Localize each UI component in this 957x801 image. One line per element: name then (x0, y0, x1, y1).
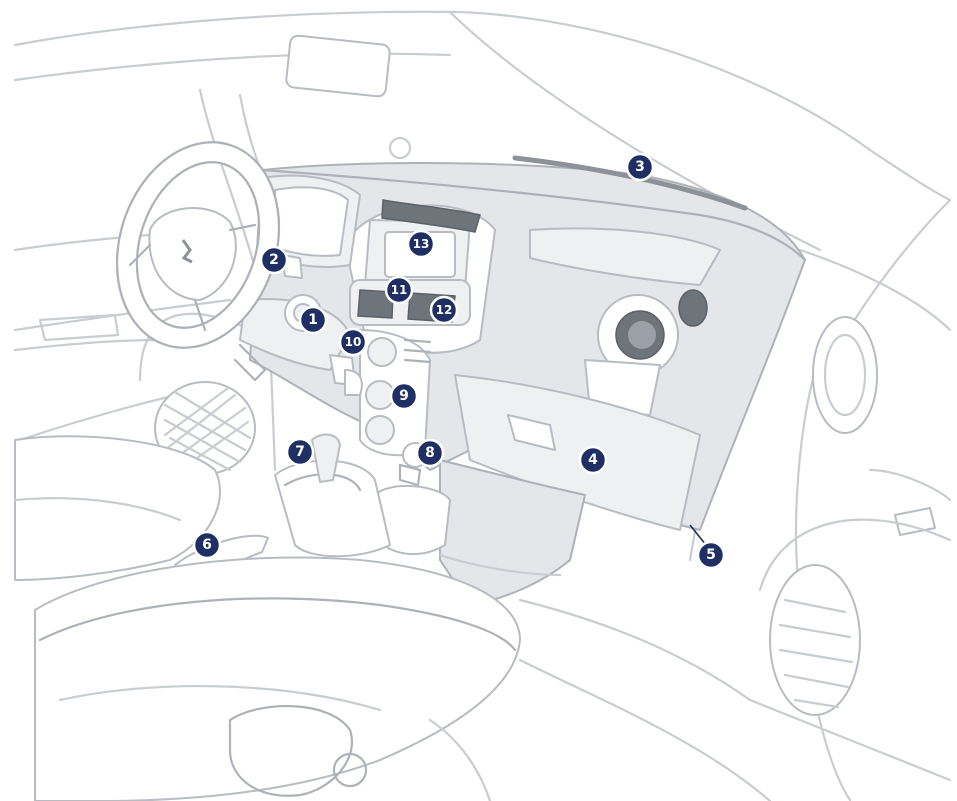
callout-2: 2 (259, 245, 289, 275)
callout-8: 8 (415, 438, 445, 468)
callout-label-5: 5 (706, 547, 716, 563)
callout-6: 6 (192, 530, 222, 560)
callout-label-2: 2 (269, 252, 279, 268)
callouts: 1 2 3 4 5 6 7 8 (192, 152, 726, 570)
callout-label-4: 4 (588, 452, 598, 468)
callout-9: 9 (389, 381, 419, 411)
leader-line-5 (689, 524, 707, 546)
callout-label-11: 11 (391, 283, 408, 297)
callout-11: 11 (384, 275, 414, 305)
callout-label-1: 1 (308, 312, 318, 328)
gear-knob (311, 433, 341, 483)
callout-label-8: 8 (425, 445, 435, 461)
right-door-speaker (769, 564, 861, 716)
callout-label-10: 10 (345, 335, 362, 349)
callout-10: 10 (338, 327, 368, 357)
callout-7: 7 (285, 437, 315, 467)
callout-5: 5 (696, 540, 726, 570)
side-demist-grille (678, 289, 708, 327)
callout-12: 12 (429, 295, 459, 325)
callout-label-12: 12 (436, 303, 453, 317)
callout-label-9: 9 (399, 388, 409, 404)
dashboard (249, 155, 807, 606)
callout-label-7: 7 (295, 444, 305, 460)
brand-emblem-icon (181, 239, 193, 264)
callout-13: 13 (406, 229, 436, 259)
callout-label-3: 3 (635, 159, 645, 175)
callout-label-6: 6 (202, 537, 212, 553)
callout-1: 1 (298, 305, 328, 335)
rear-view-mirror (285, 34, 391, 98)
callout-label-13: 13 (413, 237, 430, 251)
callout-3: 3 (625, 152, 655, 182)
leader-lines (689, 524, 707, 546)
upper-vent-grille (381, 199, 481, 233)
callout-4: 4 (578, 445, 608, 475)
front-seats (13, 433, 521, 801)
right-door-vent (812, 316, 878, 434)
